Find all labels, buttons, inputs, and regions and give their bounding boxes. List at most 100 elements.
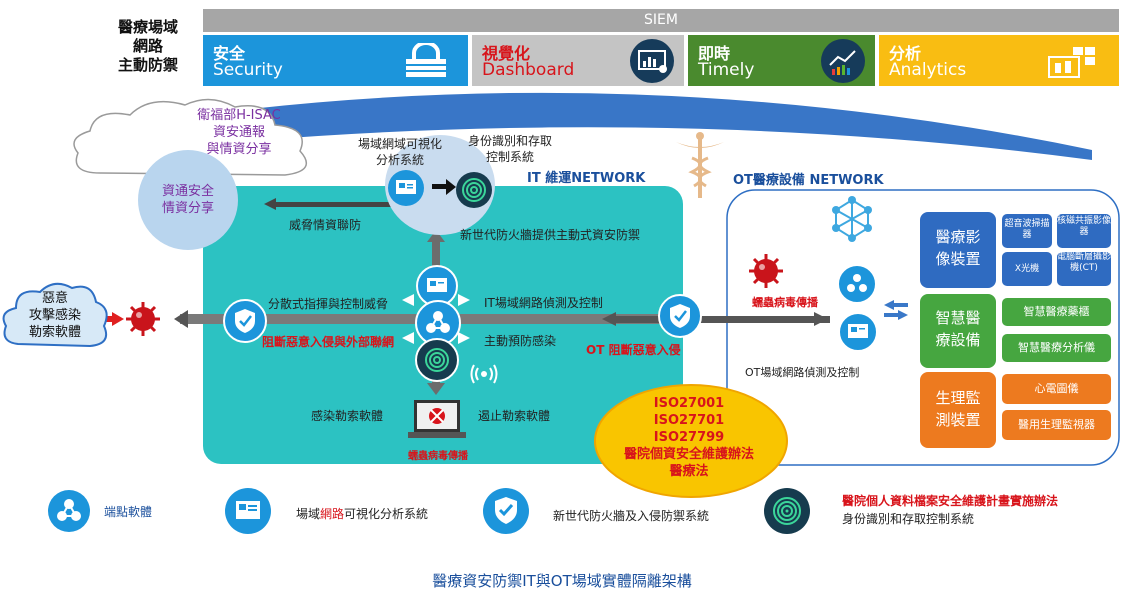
legend-visual-icon [225, 488, 271, 534]
iso-line: 醫院個資安全維護辦法 [623, 447, 754, 462]
tile-security: 安全 Security [203, 35, 468, 86]
threat-line: 惡意 [41, 291, 68, 306]
intel-share-circle [138, 150, 238, 250]
imaging-title-line: 像裝置 [935, 250, 981, 268]
legend-endpoint-icon [48, 490, 90, 532]
block-malicious-label: 阻斷惡意入侵與外部聯網 [262, 335, 395, 349]
device-smart-analyzer: 智慧醫療分析儀 [1002, 334, 1111, 362]
side-title-line: 醫療場域 [117, 18, 178, 36]
tile-timely: 即時 Timely [688, 35, 875, 86]
ot-network-title: OT醫療設備 NETWORK [733, 173, 884, 188]
tile-timely-en: Timely [698, 60, 755, 80]
threat-line: 攻擊感染 [28, 308, 81, 323]
ot-block-label: OT 阻斷惡意入侵 [586, 343, 681, 357]
iso-standards-ellipse [594, 384, 788, 498]
threat-cloud: 惡意 攻擊感染 勒索軟體 [0, 278, 110, 358]
iso-line: ISO27001 [653, 396, 725, 411]
ot-detect-label: OT場域網路偵測及控制 [745, 366, 860, 379]
siem-bar: SIEM [203, 9, 1119, 32]
tile-dashboard: 視覺化 Dashboard [472, 35, 684, 86]
arrow-head-icon [446, 179, 456, 195]
legend-plan-label: 身份識別和存取控制系統 [842, 512, 975, 526]
wireless-icon [470, 362, 498, 386]
lock-icon [400, 41, 452, 79]
it-network-title: IT 維運NETWORK [527, 171, 646, 186]
legend-visual-post: 可視化分析系統 [344, 507, 429, 521]
visual-line: 分析系統 [375, 153, 424, 167]
it-detect-label: IT場域網路偵測及控制 [484, 296, 603, 310]
analytics-icon [1043, 43, 1105, 79]
legend-plan-red: 醫院個人資料檔案安全維護計畫實施辦法 [842, 494, 1059, 508]
legend-ngfw-icon [483, 488, 529, 534]
tile-dashboard-zh: 視覺化 [482, 44, 531, 63]
id-control-label: 身份識別和存取 控制系統 [455, 133, 565, 165]
ot-shield-icon [658, 294, 702, 338]
it-worm-label: 蠕蟲病毒傳播 [408, 451, 468, 462]
tile-dashboard-en: Dashboard [482, 60, 575, 80]
smart-title-line: 智慧醫 [935, 309, 981, 327]
side-title-line: 主動防禦 [117, 56, 178, 74]
monitor-title-line: 測裝置 [935, 411, 981, 429]
side-title-line: 網路 [132, 37, 163, 55]
imaging-title-line: 醫療影 [935, 228, 981, 246]
fingerprint-icon [456, 172, 492, 208]
device-mri: 核磁共振影像器 [1057, 214, 1111, 248]
h-isac-cloud: 衛福部H-ISAC 資安通報 與情資分享 [60, 93, 330, 193]
tile-analytics-zh: 分析 [889, 44, 922, 63]
exchange-arrows-icon [880, 300, 912, 320]
diagram-caption: 醫療資安防禦IT與OT場域實體隔離架構 [432, 572, 692, 590]
active-prevent-label: 主動預防感染 [484, 334, 557, 348]
distributed-cmd-label: 分散式指揮與控制威脅 [268, 297, 389, 311]
tile-security-zh: 安全 [213, 44, 246, 63]
line-chart-icon [821, 39, 865, 83]
tile-timely-zh: 即時 [698, 44, 731, 63]
visual-system-label: 場域網域可視化 分析系統 [345, 136, 455, 168]
smart-devices-box: 智慧醫 療設備 [920, 294, 996, 368]
visual-analysis-icon [388, 170, 424, 206]
arrow-right-icon [432, 184, 448, 189]
left-shield-icon [223, 299, 267, 343]
tile-analytics-en: Analytics [889, 60, 967, 80]
legend-visual-pre: 場域 [296, 507, 321, 521]
device-ultrasound: 超音波掃描器 [1002, 214, 1052, 248]
device-xray: X光機 [1002, 252, 1052, 286]
stop-ransomware-label: 遏止勒索軟體 [478, 409, 551, 423]
iso-line: 醫療法 [669, 464, 709, 479]
device-smart-cabinet: 智慧醫療藥櫃 [1002, 298, 1111, 326]
visual-line: 場域網域可視化 [357, 137, 442, 151]
smart-title-line: 療設備 [935, 331, 981, 349]
center-fingerprint-icon [415, 338, 459, 382]
tile-analytics: 分析 Analytics [879, 35, 1119, 86]
ot-virus-icon [747, 252, 785, 290]
diagram-side-title: 醫療場域 網路 主動防禦 [100, 18, 196, 75]
iso-line: ISO27799 [653, 430, 725, 445]
monitor-devices-box: 生理監 測裝置 [920, 372, 996, 448]
share-line: 資通安全 [161, 184, 214, 199]
device-vital-monitor: 醫用生理監視器 [1002, 410, 1111, 440]
device-ct: 電腦斷層攝影機(CT) [1057, 252, 1111, 286]
tile-security-en: Security [213, 60, 283, 80]
network-nodes-icon [832, 196, 872, 242]
infected-ransomware-label: 感染勒索軟體 [311, 409, 384, 423]
ngfw-active-label: 新世代防火牆提供主動式資安防禦 [460, 228, 641, 242]
virus-icon [124, 300, 162, 338]
legend-ngfw-label: 新世代防火牆及入侵防禦系統 [553, 509, 710, 523]
infected-laptop-icon [406, 398, 468, 444]
legend-visual-red: 網路 [320, 507, 345, 521]
threat-intel-label: 威脅情資聯防 [289, 218, 362, 232]
ot-worm-label: 蠕蟲病毒傳播 [752, 296, 818, 309]
dashboard-icon [630, 39, 674, 83]
cloud-line: 衛福部H-ISAC [197, 108, 281, 123]
monitor-title-line: 生理監 [935, 389, 981, 407]
ot-endpoint-icon [837, 264, 877, 304]
legend-fingerprint-icon [764, 488, 810, 534]
id-line: 身份識別和存取 [467, 134, 552, 148]
caduceus-icon [672, 128, 728, 200]
legend-endpoint-label: 端點軟體 [104, 505, 153, 519]
cloud-line: 資安通報 [212, 125, 265, 140]
iso-line: ISO27701 [653, 413, 725, 428]
iso-standards-text: ISO27001 ISO27701 ISO27799 醫院個資安全維護辦法 醫療… [594, 395, 784, 480]
id-line: 控制系統 [485, 150, 534, 164]
share-line: 情資分享 [161, 201, 214, 216]
legend-visual-label: 場域網路可視化分析系統 [296, 505, 428, 522]
